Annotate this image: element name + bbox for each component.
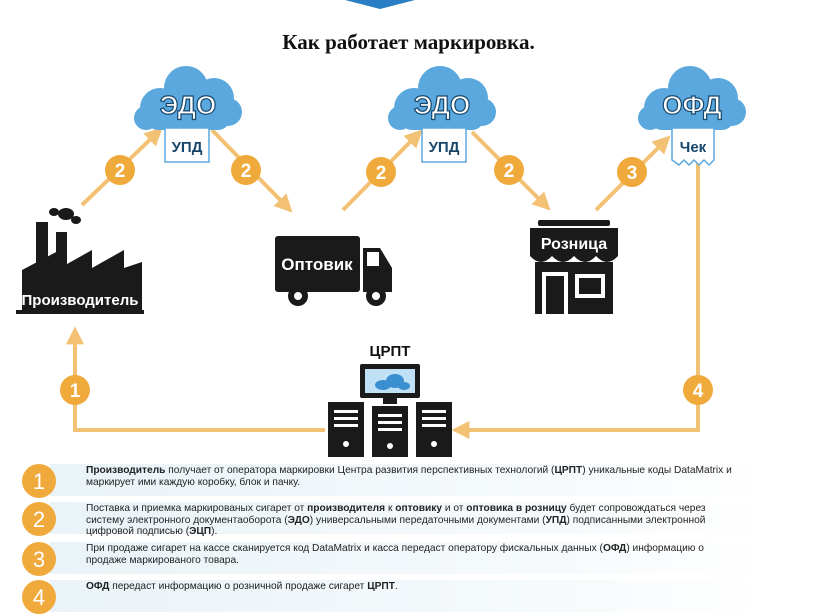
wholesaler-label: Оптовик — [281, 255, 353, 274]
edo-cloud-icon: ЭДО — [388, 66, 496, 130]
svg-text:ЭДО: ЭДО — [414, 90, 471, 120]
svg-text:ЭДО: ЭДО — [160, 90, 217, 120]
truck-icon — [275, 236, 392, 306]
legend-bar — [50, 580, 765, 612]
svg-text:ОФД: ОФД — [662, 90, 722, 120]
step-badge: 2 — [494, 155, 524, 185]
top-notch — [345, 0, 415, 9]
receipt-icon: Чек — [671, 127, 715, 167]
step-badge: 3 — [617, 157, 647, 187]
upd-document-icon: УПД — [164, 127, 210, 163]
svg-text:УПД: УПД — [172, 139, 203, 156]
factory-icon — [16, 208, 144, 314]
svg-text:2: 2 — [376, 163, 387, 184]
arrow-crpt-to-manufacturer — [66, 326, 325, 432]
upd-document-icon: УПД — [421, 127, 467, 163]
svg-text:3: 3 — [33, 547, 45, 572]
svg-text:УПД: УПД — [429, 139, 460, 156]
step-badge: 2 — [366, 157, 396, 187]
svg-text:3: 3 — [627, 163, 638, 184]
legend-item: 3 При продаже сигарет на кассе сканируетс… — [20, 540, 765, 576]
server-icon — [328, 364, 452, 457]
diagram-title: Как работает маркировка. — [282, 30, 535, 54]
svg-text:1: 1 — [70, 381, 81, 402]
manufacturer-label: Производитель — [22, 292, 139, 309]
legend-item: 4 ОФД передаст информацию о розничной про… — [20, 578, 765, 614]
step-badge: 2 — [231, 155, 261, 185]
svg-text:Чек: Чек — [680, 139, 707, 156]
legend-bar — [50, 464, 765, 496]
step-number-badge: 4 — [22, 580, 56, 614]
legend-text: Производитель получает от оператора марк… — [86, 465, 732, 488]
arrow-ofd-to-crpt — [451, 158, 700, 439]
svg-text:2: 2 — [504, 161, 515, 182]
svg-text:4: 4 — [33, 585, 45, 610]
legend-text: Поставка и приемка маркированых сигарет … — [86, 503, 706, 538]
edo-cloud-icon: ЭДО — [134, 66, 242, 130]
svg-text:2: 2 — [33, 507, 45, 532]
crpt-label: ЦРПТ — [370, 343, 411, 360]
step-number-badge: 2 — [22, 502, 56, 536]
svg-text:1: 1 — [33, 469, 45, 494]
svg-text:2: 2 — [241, 161, 252, 182]
retail-label: Розница — [541, 236, 607, 253]
svg-text:4: 4 — [693, 381, 704, 402]
svg-text:2: 2 — [115, 161, 126, 182]
step-badge: 1 — [60, 375, 90, 405]
legend-item: 2 Поставка и приемка маркированых сигарет… — [20, 500, 765, 538]
legend-bar — [50, 542, 765, 574]
legend-item: 1 Производитель получает от оператора мар… — [20, 462, 765, 498]
ofd-cloud-icon: ОФД — [638, 66, 746, 130]
step-number-badge: 3 — [22, 542, 56, 576]
step-badge: 4 — [683, 375, 713, 405]
legend-text: При продаже сигарет на кассе сканируется… — [86, 543, 704, 566]
legend-text: ОФД передаст информацию о розничной прод… — [86, 581, 398, 592]
step-number-badge: 1 — [22, 464, 56, 498]
step-badge: 2 — [105, 155, 135, 185]
legend-bar — [50, 502, 765, 534]
shop-icon — [530, 220, 618, 314]
